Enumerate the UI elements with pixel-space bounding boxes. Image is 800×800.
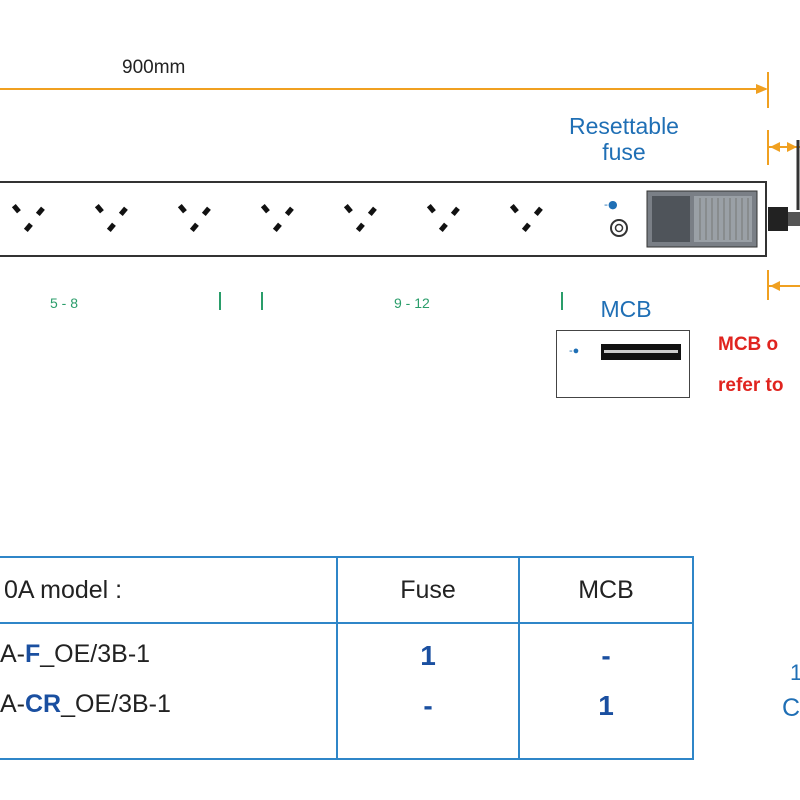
resettable-fuse-line2: fuse <box>602 139 646 165</box>
resettable-fuse-knob <box>610 219 628 237</box>
table-header-row: 0A model : Fuse MCB <box>0 556 694 624</box>
mcb-indicator-icon: -● <box>569 345 580 357</box>
model-table: 0A model : Fuse MCB A-F_OE/3B-1 A-CR_OE/… <box>0 556 694 760</box>
table-body-row: A-F_OE/3B-1 A-CR_OE/3B-1 1 - - 1 <box>0 622 694 760</box>
inlet-vent <box>694 196 752 242</box>
mcb-value-row-1: - <box>601 640 611 671</box>
header-mcb: MCB <box>518 556 694 624</box>
model-cell: A-F_OE/3B-1 A-CR_OE/3B-1 <box>0 622 338 760</box>
socket <box>94 204 128 232</box>
right-arrowhead-bottom-left <box>770 281 780 291</box>
right-edge-text-1: 1 <box>790 660 800 685</box>
length-label: 900mm <box>122 57 186 78</box>
socket <box>177 204 211 232</box>
header-fuse: Fuse <box>336 556 520 624</box>
group-label-5-8: 5 - 8 <box>50 295 79 311</box>
mcb-note-line2: refer to <box>718 375 784 396</box>
socket <box>260 204 294 232</box>
header-model: 0A model : <box>0 556 338 624</box>
fuse-value-row-1: 1 <box>420 640 436 671</box>
mcb-value-row-2: 1 <box>598 690 614 721</box>
right-edge-text-c: C <box>782 694 800 722</box>
fuse-value-row-2: - <box>423 690 433 721</box>
indicator-icon: -● <box>604 198 618 211</box>
cable <box>788 212 800 226</box>
length-arrowhead <box>756 84 768 94</box>
model-row-2: A-CR_OE/3B-1 <box>0 690 171 718</box>
socket-row <box>11 204 543 232</box>
right-arrowhead-top-right <box>787 142 797 152</box>
model-row-1: A-F_OE/3B-1 <box>0 640 151 668</box>
socket <box>509 204 543 232</box>
mcb-title: MCB <box>600 296 652 322</box>
group-label-9-12: 9 - 12 <box>394 295 430 311</box>
fuse-cell: 1 - <box>336 622 520 760</box>
resettable-fuse-line1: Resettable <box>569 113 679 139</box>
mcb-note-line1: MCB o <box>718 334 779 355</box>
mcb-switch <box>601 344 681 360</box>
mcb-cell: - 1 <box>518 622 694 760</box>
mcb-illustration: -● <box>556 330 690 398</box>
cable-connector <box>768 207 788 231</box>
pdu-body: -● <box>0 181 767 257</box>
pdu-sockets: -● <box>11 190 758 248</box>
resettable-fuse-label: Resettable fuse <box>552 113 696 165</box>
right-arrowhead-top-left <box>770 142 780 152</box>
socket <box>343 204 377 232</box>
socket <box>426 204 460 232</box>
inlet-label-plate <box>652 196 690 242</box>
socket <box>11 204 45 232</box>
